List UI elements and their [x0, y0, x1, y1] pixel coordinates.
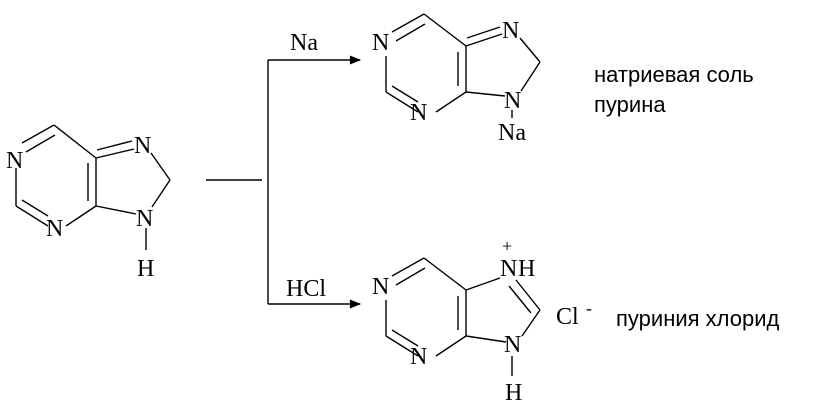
product-bottom-bonds — [385, 257, 541, 376]
product-top-atom-na9: Na — [498, 120, 526, 146]
product-top-atom-n9: N — [504, 88, 521, 114]
product-top-atom-n7: N — [502, 18, 519, 44]
product-top-atom-n1: N — [372, 30, 389, 56]
reactant-atom-n3: N — [46, 216, 63, 242]
product-bottom-charge-plus: + — [502, 236, 512, 256]
product-bottom-atom-h9: H — [505, 380, 522, 406]
product-top-name-line2: пурина — [594, 92, 666, 117]
product-bottom-molecule: N N + N H N H — [372, 236, 541, 406]
product-top-bonds — [385, 13, 541, 118]
product-bottom-name: пуриния хлорид — [616, 306, 779, 331]
reactant-atom-n7: N — [134, 133, 151, 159]
product-top-atom-n3: N — [410, 100, 427, 126]
reactant-bonds — [15, 124, 171, 250]
product-bottom-atom-n1: N — [372, 274, 389, 300]
counterion-charge: - — [586, 298, 592, 318]
reagent-hcl: HCl — [286, 276, 326, 302]
reactant-atom-n1: N — [6, 148, 23, 174]
product-top-name-line1: натриевая соль — [594, 62, 754, 87]
reactant-purine: N N N N H — [6, 124, 171, 282]
reactant-atom-h9: H — [137, 256, 154, 282]
reagent-na: Na — [290, 30, 318, 56]
reactant-atom-n9: N — [136, 206, 153, 232]
product-bottom-atom-n9: N — [504, 332, 521, 358]
reaction-arrows — [206, 55, 362, 309]
product-bottom-atom-n3: N — [410, 344, 427, 370]
product-top-molecule: N N N N Na — [372, 13, 541, 146]
product-bottom-atom-h7: H — [518, 256, 535, 282]
product-bottom-atom-n7: N — [500, 256, 517, 282]
counterion-cl: Cl — [556, 304, 579, 330]
